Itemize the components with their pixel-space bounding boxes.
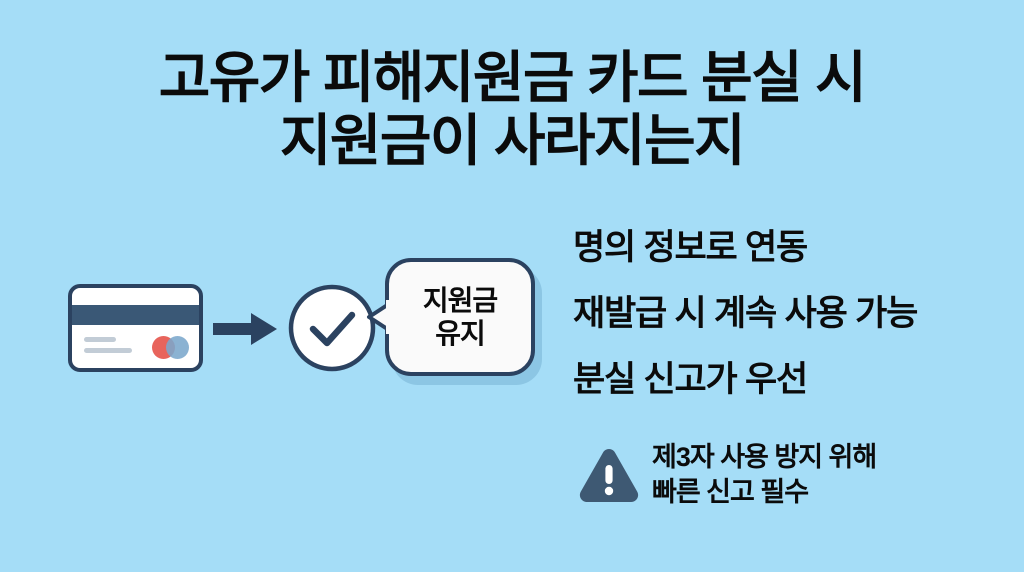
warning-note-line-1: 제3자 사용 방지 위해	[652, 442, 877, 472]
key-point-3: 분실 신고가 우선	[573, 360, 808, 399]
warning-note: 제3자 사용 방지 위해 빠른 신고 필수	[578, 440, 1008, 510]
illustration-group: 지원금 유지	[55, 250, 555, 395]
card-detail-line-2	[84, 348, 132, 353]
page-title-line-1: 고유가 피해지원금 카드 분실 시	[158, 46, 867, 109]
speech-bubble: 지원금 유지	[367, 258, 535, 376]
key-points-list: 명의 정보로 연동 재발급 시 계속 사용 가능 분실 신고가 우선	[573, 228, 1013, 400]
card-logo-circle-blue	[166, 336, 189, 359]
credit-card-icon	[68, 284, 203, 372]
arrow-right-icon	[213, 313, 277, 345]
warning-note-line-2: 빠른 신고 필수	[652, 477, 809, 507]
warning-note-text: 제3자 사용 방지 위해 빠른 신고 필수	[652, 440, 877, 510]
key-point-2: 재발급 시 계속 사용 가능	[573, 294, 918, 333]
page-title: 고유가 피해지원금 카드 분실 시 지원금이 사라지는지	[0, 46, 1024, 172]
page-title-line-2: 지원금이 사라지는지	[279, 109, 746, 172]
card-magnetic-stripe	[72, 305, 199, 325]
speech-bubble-line-1: 지원금	[422, 285, 498, 316]
warning-triangle-icon	[579, 449, 639, 502]
check-circle-icon	[288, 284, 376, 372]
speech-bubble-text: 지원금 유지	[389, 262, 531, 372]
speech-bubble-line-2: 유지	[435, 318, 486, 349]
key-point-1: 명의 정보로 연동	[573, 228, 808, 267]
card-detail-line-1	[84, 337, 116, 342]
speech-bubble-tail	[367, 300, 392, 334]
